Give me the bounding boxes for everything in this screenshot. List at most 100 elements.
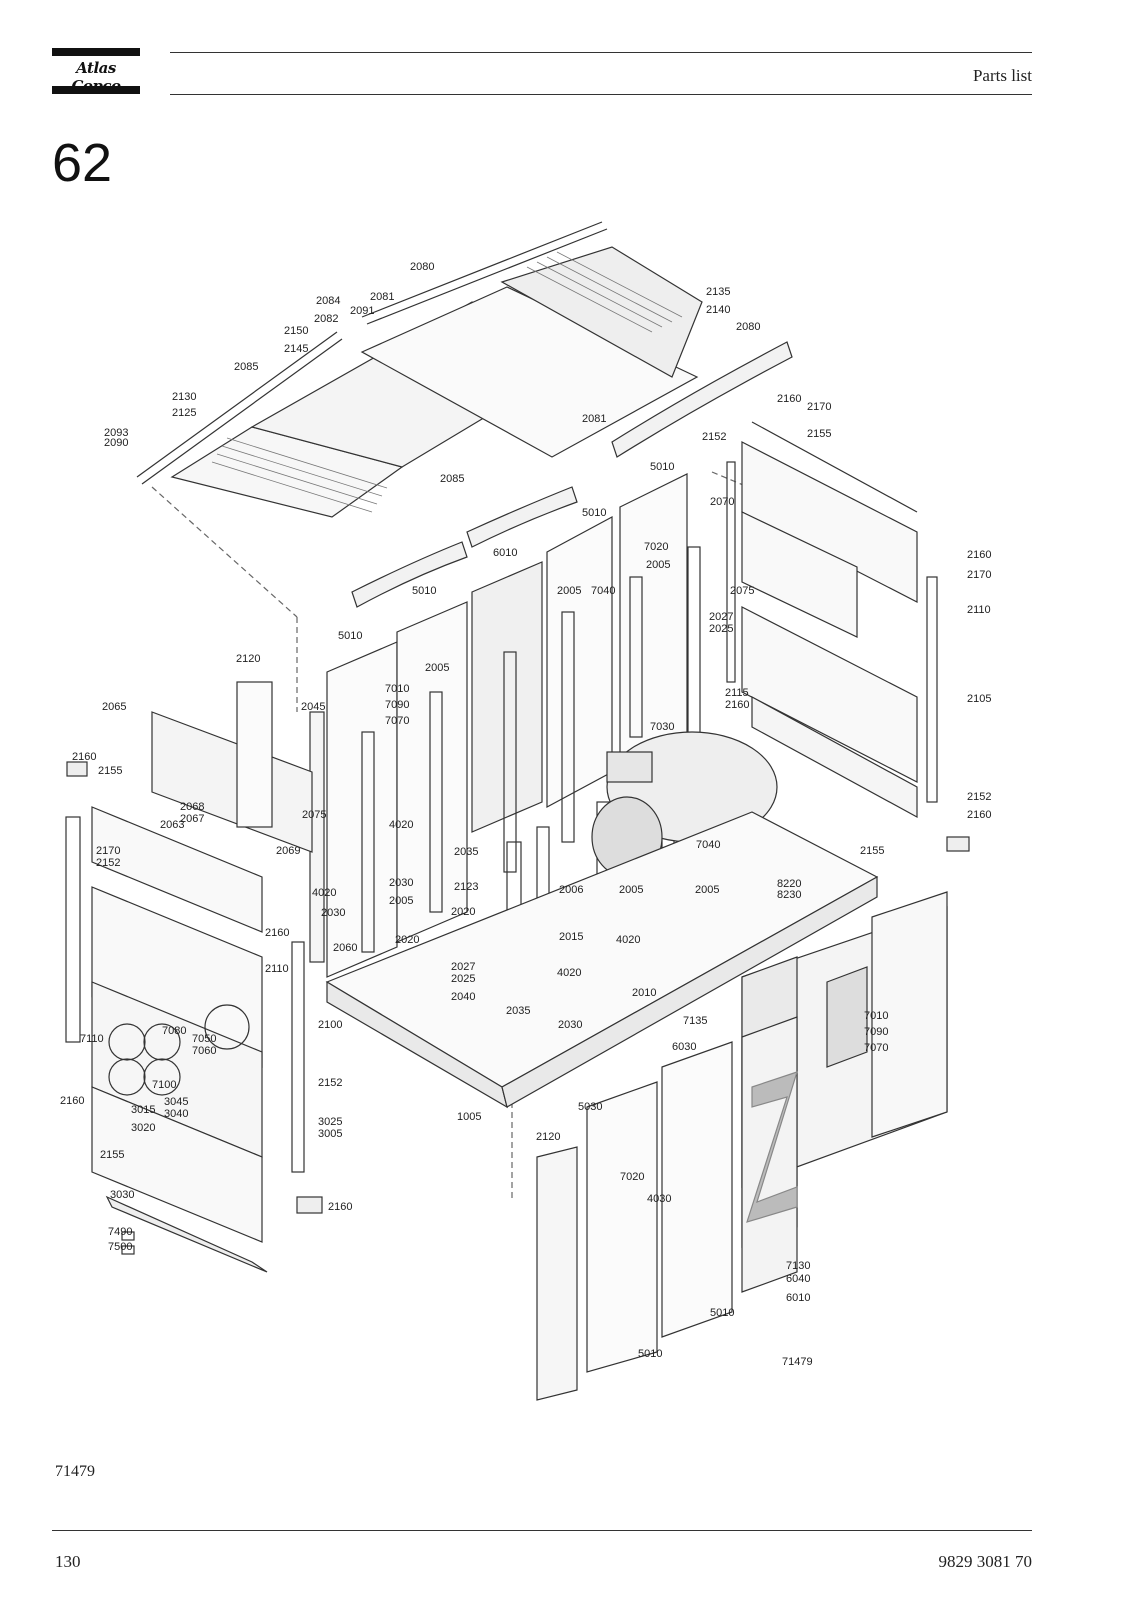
part-number-label: 2145 (284, 343, 308, 355)
part-number-label: 2115 (725, 687, 749, 699)
part-number-label: 7490 (108, 1226, 132, 1238)
part-number-label: 2025 (451, 973, 475, 985)
part-number-label: 2030 (558, 1019, 582, 1031)
part-number-label: 2152 (96, 857, 120, 869)
part-number-label: 4020 (389, 819, 413, 831)
header-rule-top (170, 52, 1032, 53)
part-number-label: 2060 (333, 942, 357, 954)
part-number-label: 2170 (807, 401, 831, 413)
part-number-label: 2030 (389, 877, 413, 889)
part-number-label: 3040 (164, 1108, 188, 1120)
part-number-label: 7020 (620, 1171, 644, 1183)
part-number-label: 5010 (412, 585, 436, 597)
part-number-label: 7090 (385, 699, 409, 711)
logo-bar-top (52, 48, 140, 56)
part-number-label: 5010 (650, 461, 674, 473)
part-number-label: 5010 (638, 1348, 662, 1360)
part-number-label: 6010 (786, 1292, 810, 1304)
part-number-label: 2020 (451, 906, 475, 918)
part-labels: 2080208420912081208221502145208521302125… (60, 261, 991, 1368)
part-number-label: 7080 (162, 1025, 186, 1037)
part-number-label: 2110 (967, 604, 991, 616)
part-number-label: 2045 (301, 701, 325, 713)
part-number-label: 5030 (578, 1101, 602, 1113)
part-number-label: 7050 (192, 1033, 216, 1045)
part-number-label: 2015 (559, 931, 583, 943)
part-number-label: 2160 (72, 751, 96, 763)
part-number-label: 5010 (338, 630, 362, 642)
part-number-label: 7040 (696, 839, 720, 851)
part-number-label: 3020 (131, 1122, 155, 1134)
part-number-label: 2082 (314, 313, 338, 325)
part-number-label: 7090 (864, 1026, 888, 1038)
part-number-label: 2160 (967, 549, 991, 561)
part-number-label: 2125 (172, 407, 196, 419)
part-number-label: 2010 (632, 987, 656, 999)
part-number-label: 7500 (108, 1241, 132, 1253)
part-number-label: 2027 (451, 961, 475, 973)
part-number-label: 2160 (328, 1201, 352, 1213)
part-number-label: 2025 (709, 623, 733, 635)
part-number-label: 2005 (619, 884, 643, 896)
part-number-label: 2155 (860, 845, 884, 857)
part-number-label: 2152 (318, 1077, 342, 1089)
part-number-label: 7070 (385, 715, 409, 727)
part-number-label: 7130 (786, 1260, 810, 1272)
part-number-label: 2155 (100, 1149, 124, 1161)
part-number-label: 2152 (967, 791, 991, 803)
part-number-label: 2035 (454, 846, 478, 858)
part-number-label: 2160 (725, 699, 749, 711)
part-number-label: 7010 (385, 683, 409, 695)
part-number-label: 2040 (451, 991, 475, 1003)
part-number-label: 2100 (318, 1019, 342, 1031)
part-number-label: 1005 (457, 1111, 481, 1123)
part-number-label: 2140 (706, 304, 730, 316)
part-number-label: 7010 (864, 1010, 888, 1022)
part-number-label: 3025 (318, 1116, 342, 1128)
chapter-number: 62 (52, 133, 113, 193)
part-number-label: 4020 (616, 934, 640, 946)
part-number-label: 2075 (302, 809, 326, 821)
part-number-label: 2069 (276, 845, 300, 857)
part-number-label: 6010 (493, 547, 517, 559)
part-number-label: 2160 (265, 927, 289, 939)
part-number-label: 6030 (672, 1041, 696, 1053)
figure-caption: 71479 (55, 1463, 95, 1480)
part-number-label: 2160 (777, 393, 801, 405)
part-number-label: 2130 (172, 391, 196, 403)
part-number-label: 2070 (710, 496, 734, 508)
part-number-label: 2005 (646, 559, 670, 571)
part-number-label: 2090 (104, 437, 128, 449)
part-number-label: 3005 (318, 1128, 342, 1140)
part-number-label: 2120 (236, 653, 260, 665)
part-number-label: 2084 (316, 295, 340, 307)
part-number-label: 2067 (180, 813, 204, 825)
part-number-label: 7100 (152, 1079, 176, 1091)
part-number-label: 2080 (410, 261, 434, 273)
part-number-label: 7060 (192, 1045, 216, 1057)
part-number-label: 3045 (164, 1096, 188, 1108)
part-number-label: 7040 (591, 585, 615, 597)
part-number-label: 4020 (312, 887, 336, 899)
part-number-label: 2120 (536, 1131, 560, 1143)
part-number-label: 7070 (864, 1042, 888, 1054)
part-number-label: 2020 (395, 934, 419, 946)
logo-bar-bottom (52, 86, 140, 94)
part-number-label: 7020 (644, 541, 668, 553)
part-number-label: 2170 (96, 845, 120, 857)
part-number-label: 2135 (706, 286, 730, 298)
part-number-label: 2152 (702, 431, 726, 443)
part-number-label: 2005 (557, 585, 581, 597)
part-number-label: 8230 (777, 889, 801, 901)
part-number-label: 2160 (967, 809, 991, 821)
part-number-label: 2035 (506, 1005, 530, 1017)
part-number-label: 2005 (389, 895, 413, 907)
part-number-label: 2085 (234, 361, 258, 373)
atlas-copco-logo: Atlas Copco (52, 48, 140, 95)
part-number-label: 2080 (736, 321, 760, 333)
part-number-label: 2005 (425, 662, 449, 674)
part-number-label: 2027 (709, 611, 733, 623)
part-number-label: 2093 (104, 427, 128, 439)
part-number-label: 2110 (265, 963, 289, 975)
part-number-label: 7030 (650, 721, 674, 733)
